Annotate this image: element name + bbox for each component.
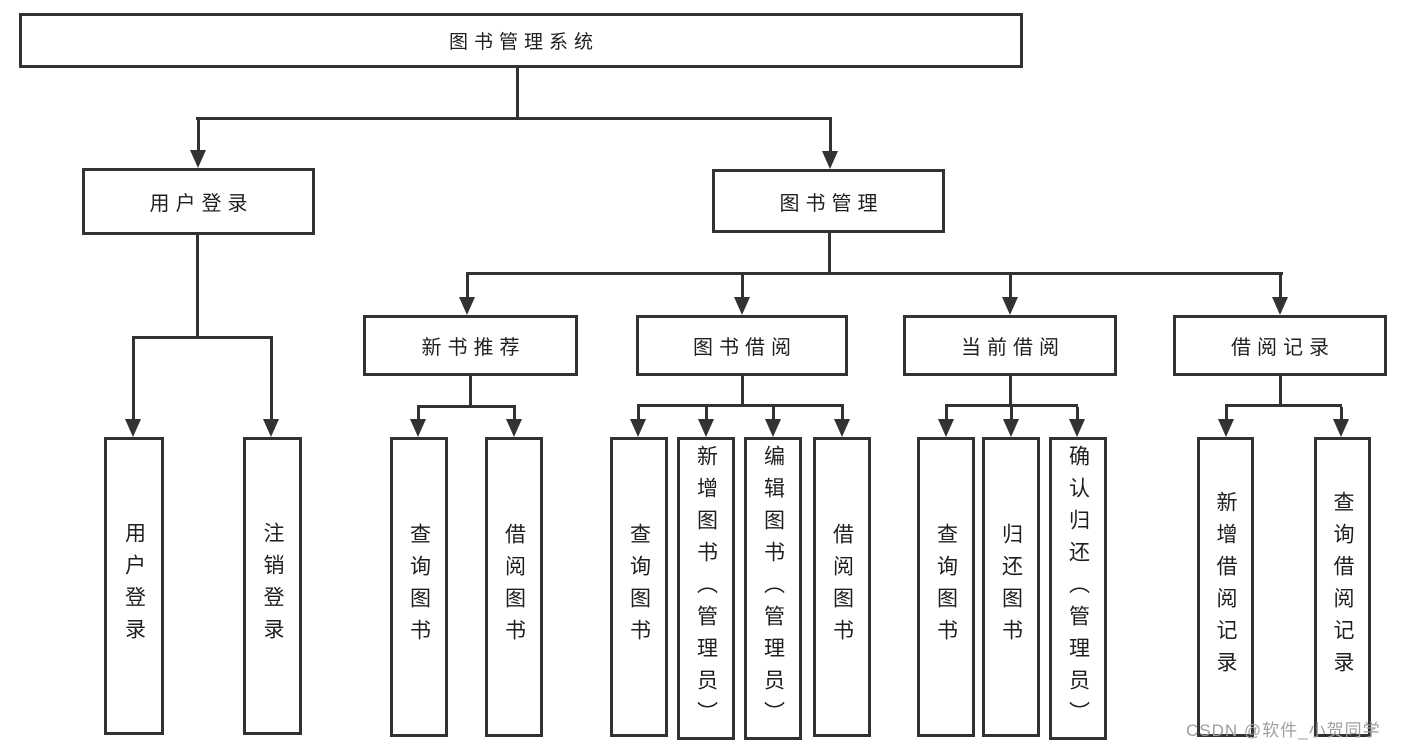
connector-drop-cur-query: [944, 407, 948, 419]
leaf-confirm-return-admin-label: 确认归还（管理员）: [1066, 444, 1090, 733]
arrowhead-records: [1272, 297, 1288, 315]
leaf-add-borrow-record: 新增借阅记录: [1197, 437, 1254, 737]
arrowhead-current: [1002, 297, 1018, 315]
connector-drop-rec-query: [416, 408, 420, 419]
node-user-login: 用户登录: [82, 168, 315, 235]
connector-drop-book-management: [828, 120, 832, 151]
connector-drop-recd-query: [1339, 407, 1343, 419]
node-root-label: 图书管理系统: [448, 32, 599, 53]
csdn-watermark: CSDN @软件_小贺同学: [1186, 721, 1381, 740]
arrowhead-recommend: [459, 297, 475, 315]
arrowhead-recd-add: [1218, 419, 1234, 437]
arrowhead-book-management: [822, 151, 838, 169]
leaf-user-login: 用户登录: [104, 437, 164, 735]
leaf-edit-books-admin: 编辑图书（管理员）: [744, 437, 802, 740]
node-book-management: 图书管理: [712, 169, 945, 233]
connector-drop-records: [1278, 275, 1282, 297]
connector-current-stub: [1008, 376, 1012, 406]
connector-borrowing-stub: [740, 376, 744, 406]
connector-records-rail: [1224, 404, 1342, 407]
connector-recommend-rail: [416, 405, 516, 408]
node-new-book-recommend: 新书推荐: [363, 315, 578, 376]
arrowhead-rec-query: [410, 419, 426, 437]
connector-userlogin-rail: [131, 336, 273, 339]
node-borrowing-records: 借阅记录: [1173, 315, 1387, 376]
connector-drop-rec-borrow: [512, 408, 516, 419]
node-user-login-label: 用户登录: [149, 193, 254, 215]
connector-root-rail: [196, 117, 832, 120]
arrowhead-leaf-logout: [263, 419, 279, 437]
leaf-query-borrow-record-label: 查询借阅记录: [1331, 491, 1354, 683]
leaf-user-login-label: 用户登录: [122, 522, 146, 650]
leaf-confirm-return-admin: 确认归还（管理员）: [1049, 437, 1107, 740]
arrowhead-cur-query: [938, 419, 954, 437]
leaf-query-books-current-label: 查询图书: [934, 523, 958, 651]
arrowhead-recd-query: [1333, 419, 1349, 437]
connector-drop-user-login: [196, 120, 200, 150]
leaf-borrow-books-recommend: 借阅图书: [485, 437, 543, 737]
leaf-query-books-borrowing: 查询图书: [610, 437, 668, 737]
node-book-borrowing: 图书借阅: [636, 315, 848, 376]
arrowhead-rec-borrow: [506, 419, 522, 437]
connector-records-stub: [1278, 376, 1282, 406]
node-new-book-recommend-label: 新书推荐: [421, 337, 526, 359]
connector-bookmgmt-rail: [465, 272, 1283, 275]
node-borrowing-records-label: 借阅记录: [1231, 337, 1335, 359]
connector-root-stub: [516, 67, 519, 119]
leaf-logout-login: 注销登录: [243, 437, 302, 735]
connector-drop-borrowing: [740, 275, 744, 297]
connector-drop-bor-add: [704, 407, 708, 419]
connector-recommend-stub: [469, 376, 472, 407]
arrowhead-leaf-login: [125, 419, 141, 437]
arrowhead-cur-return: [1003, 419, 1019, 437]
node-book-management-label: 图书管理: [779, 192, 884, 215]
connector-drop-bor-query: [636, 407, 640, 419]
connector-drop-leaf-logout: [269, 339, 273, 419]
arrowhead-bor-query: [630, 419, 646, 437]
connector-drop-cur-confirm: [1075, 407, 1079, 419]
connector-drop-recd-add: [1224, 407, 1228, 419]
connector-drop-cur-return: [1009, 407, 1013, 419]
leaf-borrow-books-borrowing: 借阅图书: [813, 437, 871, 737]
leaf-borrow-books-recommend-label: 借阅图书: [502, 523, 526, 651]
connector-borrowing-rail: [636, 404, 844, 407]
leaf-add-borrow-record-label: 新增借阅记录: [1214, 491, 1237, 683]
arrowhead-user-login: [190, 150, 206, 168]
arrowhead-bor-add: [698, 419, 714, 437]
connector-bookmgmt-stub: [827, 233, 831, 274]
leaf-query-books-recommend: 查询图书: [390, 437, 448, 737]
connector-drop-bor-borrow: [840, 407, 844, 419]
leaf-borrow-books-borrowing-label: 借阅图书: [830, 523, 854, 651]
connector-current-rail: [944, 404, 1078, 407]
node-current-borrowing-label: 当前借阅: [961, 337, 1065, 359]
connector-drop-bor-edit: [771, 407, 775, 419]
connector-drop-current: [1008, 275, 1012, 297]
connector-drop-leaf-login: [131, 339, 135, 419]
leaf-add-books-admin-label: 新增图书（管理员）: [694, 444, 718, 733]
leaf-edit-books-admin-label: 编辑图书（管理员）: [761, 444, 785, 733]
node-book-borrowing-label: 图书借阅: [693, 337, 797, 359]
leaf-query-books-borrowing-label: 查询图书: [627, 523, 651, 651]
leaf-return-books-label: 归还图书: [999, 523, 1023, 651]
connector-drop-recommend: [465, 275, 469, 297]
connector-userlogin-stub: [195, 235, 199, 338]
leaf-query-borrow-record: 查询借阅记录: [1314, 437, 1371, 737]
leaf-query-books-recommend-label: 查询图书: [407, 523, 431, 651]
leaf-query-books-current: 查询图书: [917, 437, 975, 737]
node-root: 图书管理系统: [19, 13, 1023, 68]
leaf-logout-login-label: 注销登录: [261, 522, 284, 650]
arrowhead-bor-borrow: [834, 419, 850, 437]
leaf-add-books-admin: 新增图书（管理员）: [677, 437, 735, 740]
node-current-borrowing: 当前借阅: [903, 315, 1117, 376]
arrowhead-bor-edit: [765, 419, 781, 437]
arrowhead-borrowing: [734, 297, 750, 315]
leaf-return-books: 归还图书: [982, 437, 1040, 737]
arrowhead-cur-confirm: [1069, 419, 1085, 437]
